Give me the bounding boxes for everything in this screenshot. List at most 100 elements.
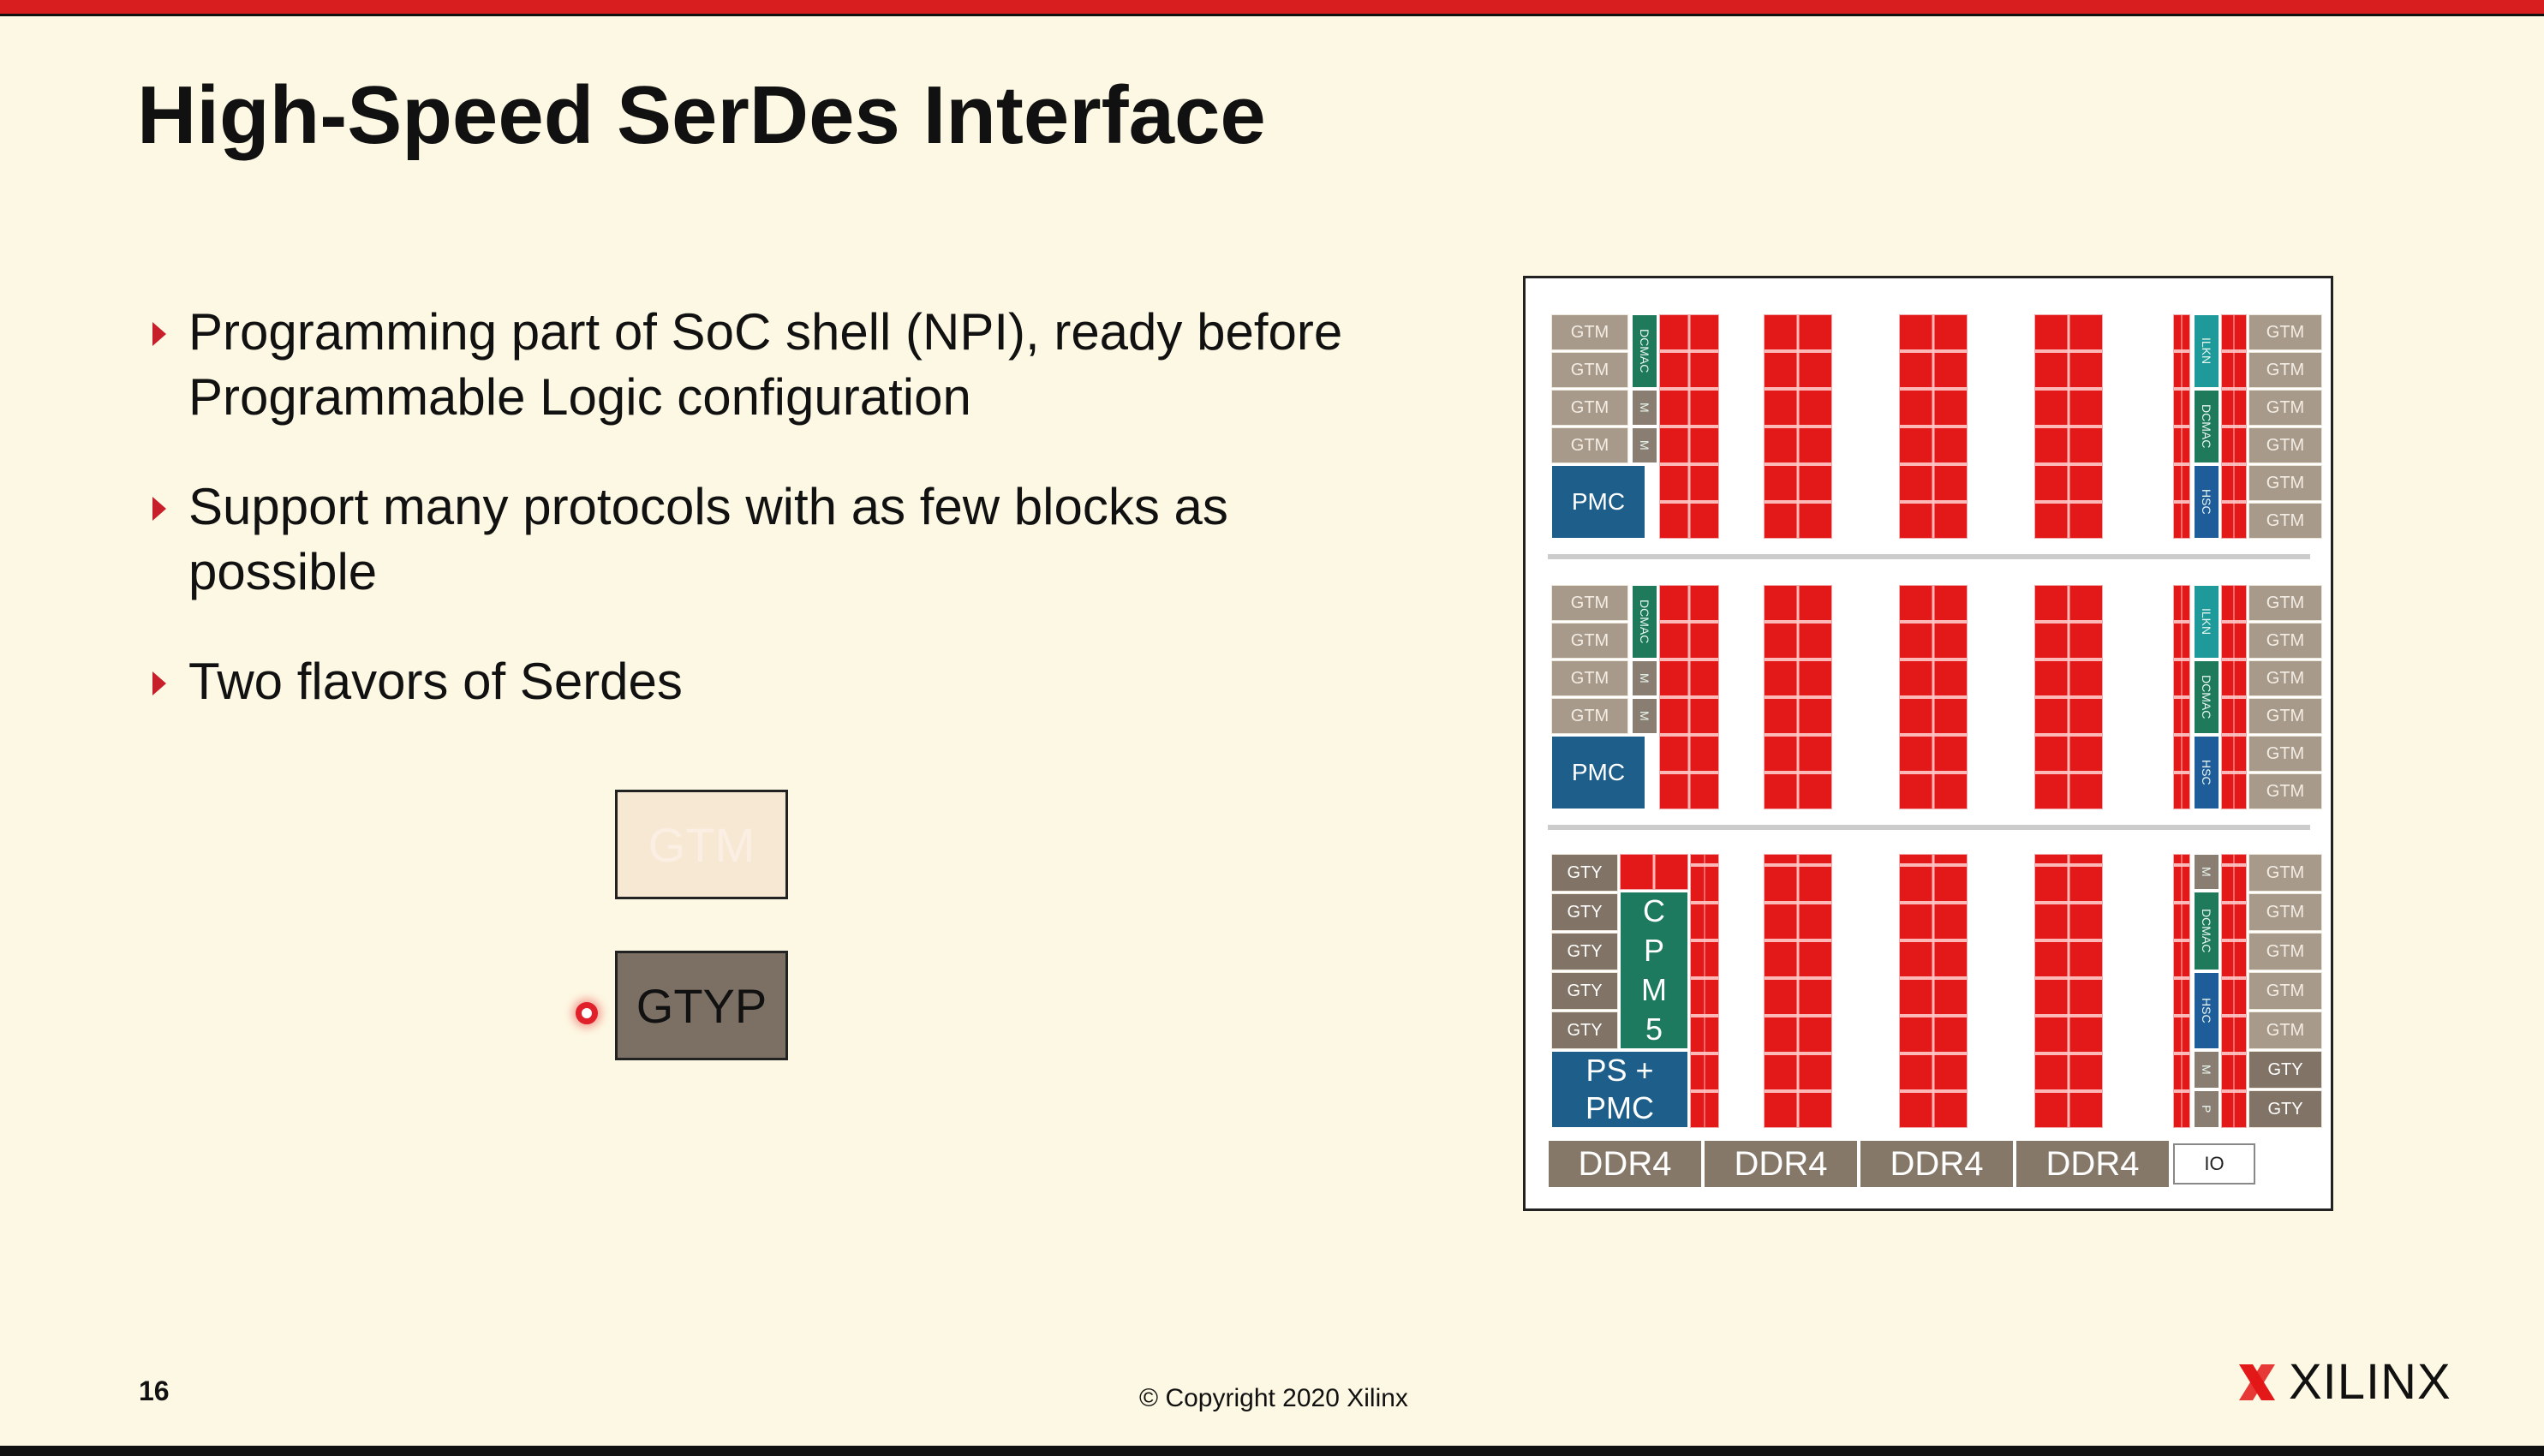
gt-block: GTM (1551, 660, 1628, 696)
dcmac-block: DCMAC (2194, 892, 2219, 970)
p-block: P (2194, 1090, 2219, 1128)
ddr4-block: DDR4 (1860, 1140, 2014, 1188)
bullet-text: Programming part of SoC shell (NPI), rea… (188, 303, 1343, 426)
pmc-block: PMC (1551, 736, 1645, 809)
bullet-text: Two flavors of Serdes (188, 653, 683, 710)
bullet-item: Two flavors of Serdes (146, 649, 1345, 714)
gt-block: GTM (2248, 972, 2322, 1010)
gt-block: GTM (2248, 390, 2322, 426)
dcmac-block: DCMAC (1632, 585, 1657, 659)
fabric-column (2221, 314, 2247, 539)
fabric-column (2173, 585, 2190, 809)
gt-block: GTM (1551, 352, 1628, 388)
cpm-char: P (1643, 933, 1664, 968)
cpm-char: M (1641, 972, 1667, 1007)
m-block: M (1632, 427, 1657, 463)
io-block: IO (2173, 1143, 2255, 1184)
bullet-list: Programming part of SoC shell (NPI), rea… (146, 300, 1345, 759)
bullet-text: Support many protocols with as few block… (188, 478, 1228, 600)
gt-block: GTM (1551, 623, 1628, 659)
dcmac-block: DCMAC (1632, 314, 1657, 388)
gt-block: GTM (1551, 427, 1628, 463)
hsc-block: HSC (2194, 736, 2219, 809)
dcmac-block: DCMAC (2194, 390, 2219, 463)
gt-block: GTY (2248, 1051, 2322, 1089)
gt-block: GTM (2248, 933, 2322, 970)
gt-block: GTM (2248, 352, 2322, 388)
pmc-block: PMC (1551, 465, 1645, 539)
m-block: M (1632, 660, 1657, 696)
hsc-block: HSC (2194, 972, 2219, 1049)
gt-block: GTM (1551, 390, 1628, 426)
gt-block: GTM (2248, 736, 2322, 772)
gt-block: GTM (1551, 698, 1628, 734)
gt-block: GTM (2248, 427, 2322, 463)
m-block: M (2194, 1051, 2219, 1089)
ps-pmc-line: PS + (1586, 1053, 1654, 1088)
gtm-flavor-button[interactable]: GTM (615, 790, 788, 899)
gt-block: GTY (1551, 1011, 1618, 1049)
gt-block: GTM (2248, 314, 2322, 350)
xilinx-mark-icon (2239, 1364, 2275, 1400)
ddr4-block: DDR4 (2015, 1140, 2170, 1188)
gt-block: GTM (2248, 1011, 2322, 1049)
fabric-column (2034, 854, 2103, 1128)
gt-block: GTM (2248, 585, 2322, 621)
pointer-cursor-icon (576, 1002, 598, 1024)
row-separator (1548, 825, 2310, 830)
xilinx-logo: XILINX (2236, 1353, 2451, 1411)
gt-block: GTM (2248, 465, 2322, 501)
fabric-column (1899, 854, 1968, 1128)
fabric-column (2034, 314, 2103, 539)
gt-block: GTM (2248, 503, 2322, 539)
fabric-column (2034, 585, 2103, 809)
gt-block: GTM (2248, 773, 2322, 809)
fabric-column (1659, 314, 1719, 539)
cpm-char: C (1643, 893, 1665, 928)
bullet-arrow-icon (152, 671, 166, 695)
slide-title: High-Speed SerDes Interface (137, 69, 1266, 161)
gt-block: GTM (2248, 623, 2322, 659)
fabric-column (1764, 854, 1832, 1128)
gt-block: GTM (2248, 698, 2322, 734)
fabric-column (1764, 585, 1832, 809)
bullet-item: Programming part of SoC shell (NPI), rea… (146, 300, 1345, 430)
ddr4-block: DDR4 (1548, 1140, 1702, 1188)
row-separator (1548, 554, 2310, 559)
fabric-column (1899, 314, 1968, 539)
m-block: M (1632, 390, 1657, 426)
gt-block: GTY (1551, 854, 1618, 892)
copyright-text: © Copyright 2020 Xilinx (1139, 1384, 1408, 1412)
m-block: M (1632, 698, 1657, 734)
gt-block: GTM (2248, 854, 2322, 892)
hsc-block: HSC (2194, 465, 2219, 539)
fabric-column (2221, 585, 2247, 809)
gtyp-flavor-button[interactable]: GTYP (615, 951, 788, 1060)
ilkn-block: ILKN (2194, 585, 2219, 659)
ddr4-block: DDR4 (1704, 1140, 1858, 1188)
ps-pmc-block: PS + PMC (1551, 1051, 1688, 1128)
dcmac-block: DCMAC (2194, 660, 2219, 734)
bullet-arrow-icon (152, 322, 166, 346)
m-block: M (2194, 854, 2219, 890)
gt-block: GTY (1551, 893, 1618, 931)
bullet-arrow-icon (152, 497, 166, 521)
ilkn-block: ILKN (2194, 314, 2219, 388)
gt-block: GTM (2248, 660, 2322, 696)
gt-block: GTM (1551, 585, 1628, 621)
ps-pmc-line: PMC (1586, 1090, 1654, 1125)
bottom-bar (0, 1446, 2544, 1456)
fabric-column (1690, 854, 1719, 1128)
brand-text: XILINX (2289, 1354, 2451, 1410)
fabric-column (1899, 585, 1968, 809)
fabric-column (1620, 854, 1688, 890)
fabric-column (1659, 585, 1719, 809)
gt-block: GTM (1551, 314, 1628, 350)
cpm5-block: C P M 5 (1620, 892, 1688, 1049)
top-accent-bar (0, 0, 2544, 16)
fabric-column (2173, 314, 2190, 539)
device-floorplan-diagram: GTM GTM GTM GTM DCMAC M M PMC ILKN DCMAC… (1523, 276, 2333, 1211)
gt-block: GTY (1551, 933, 1618, 970)
fabric-column (2173, 854, 2190, 1128)
fabric-column (1764, 314, 1832, 539)
